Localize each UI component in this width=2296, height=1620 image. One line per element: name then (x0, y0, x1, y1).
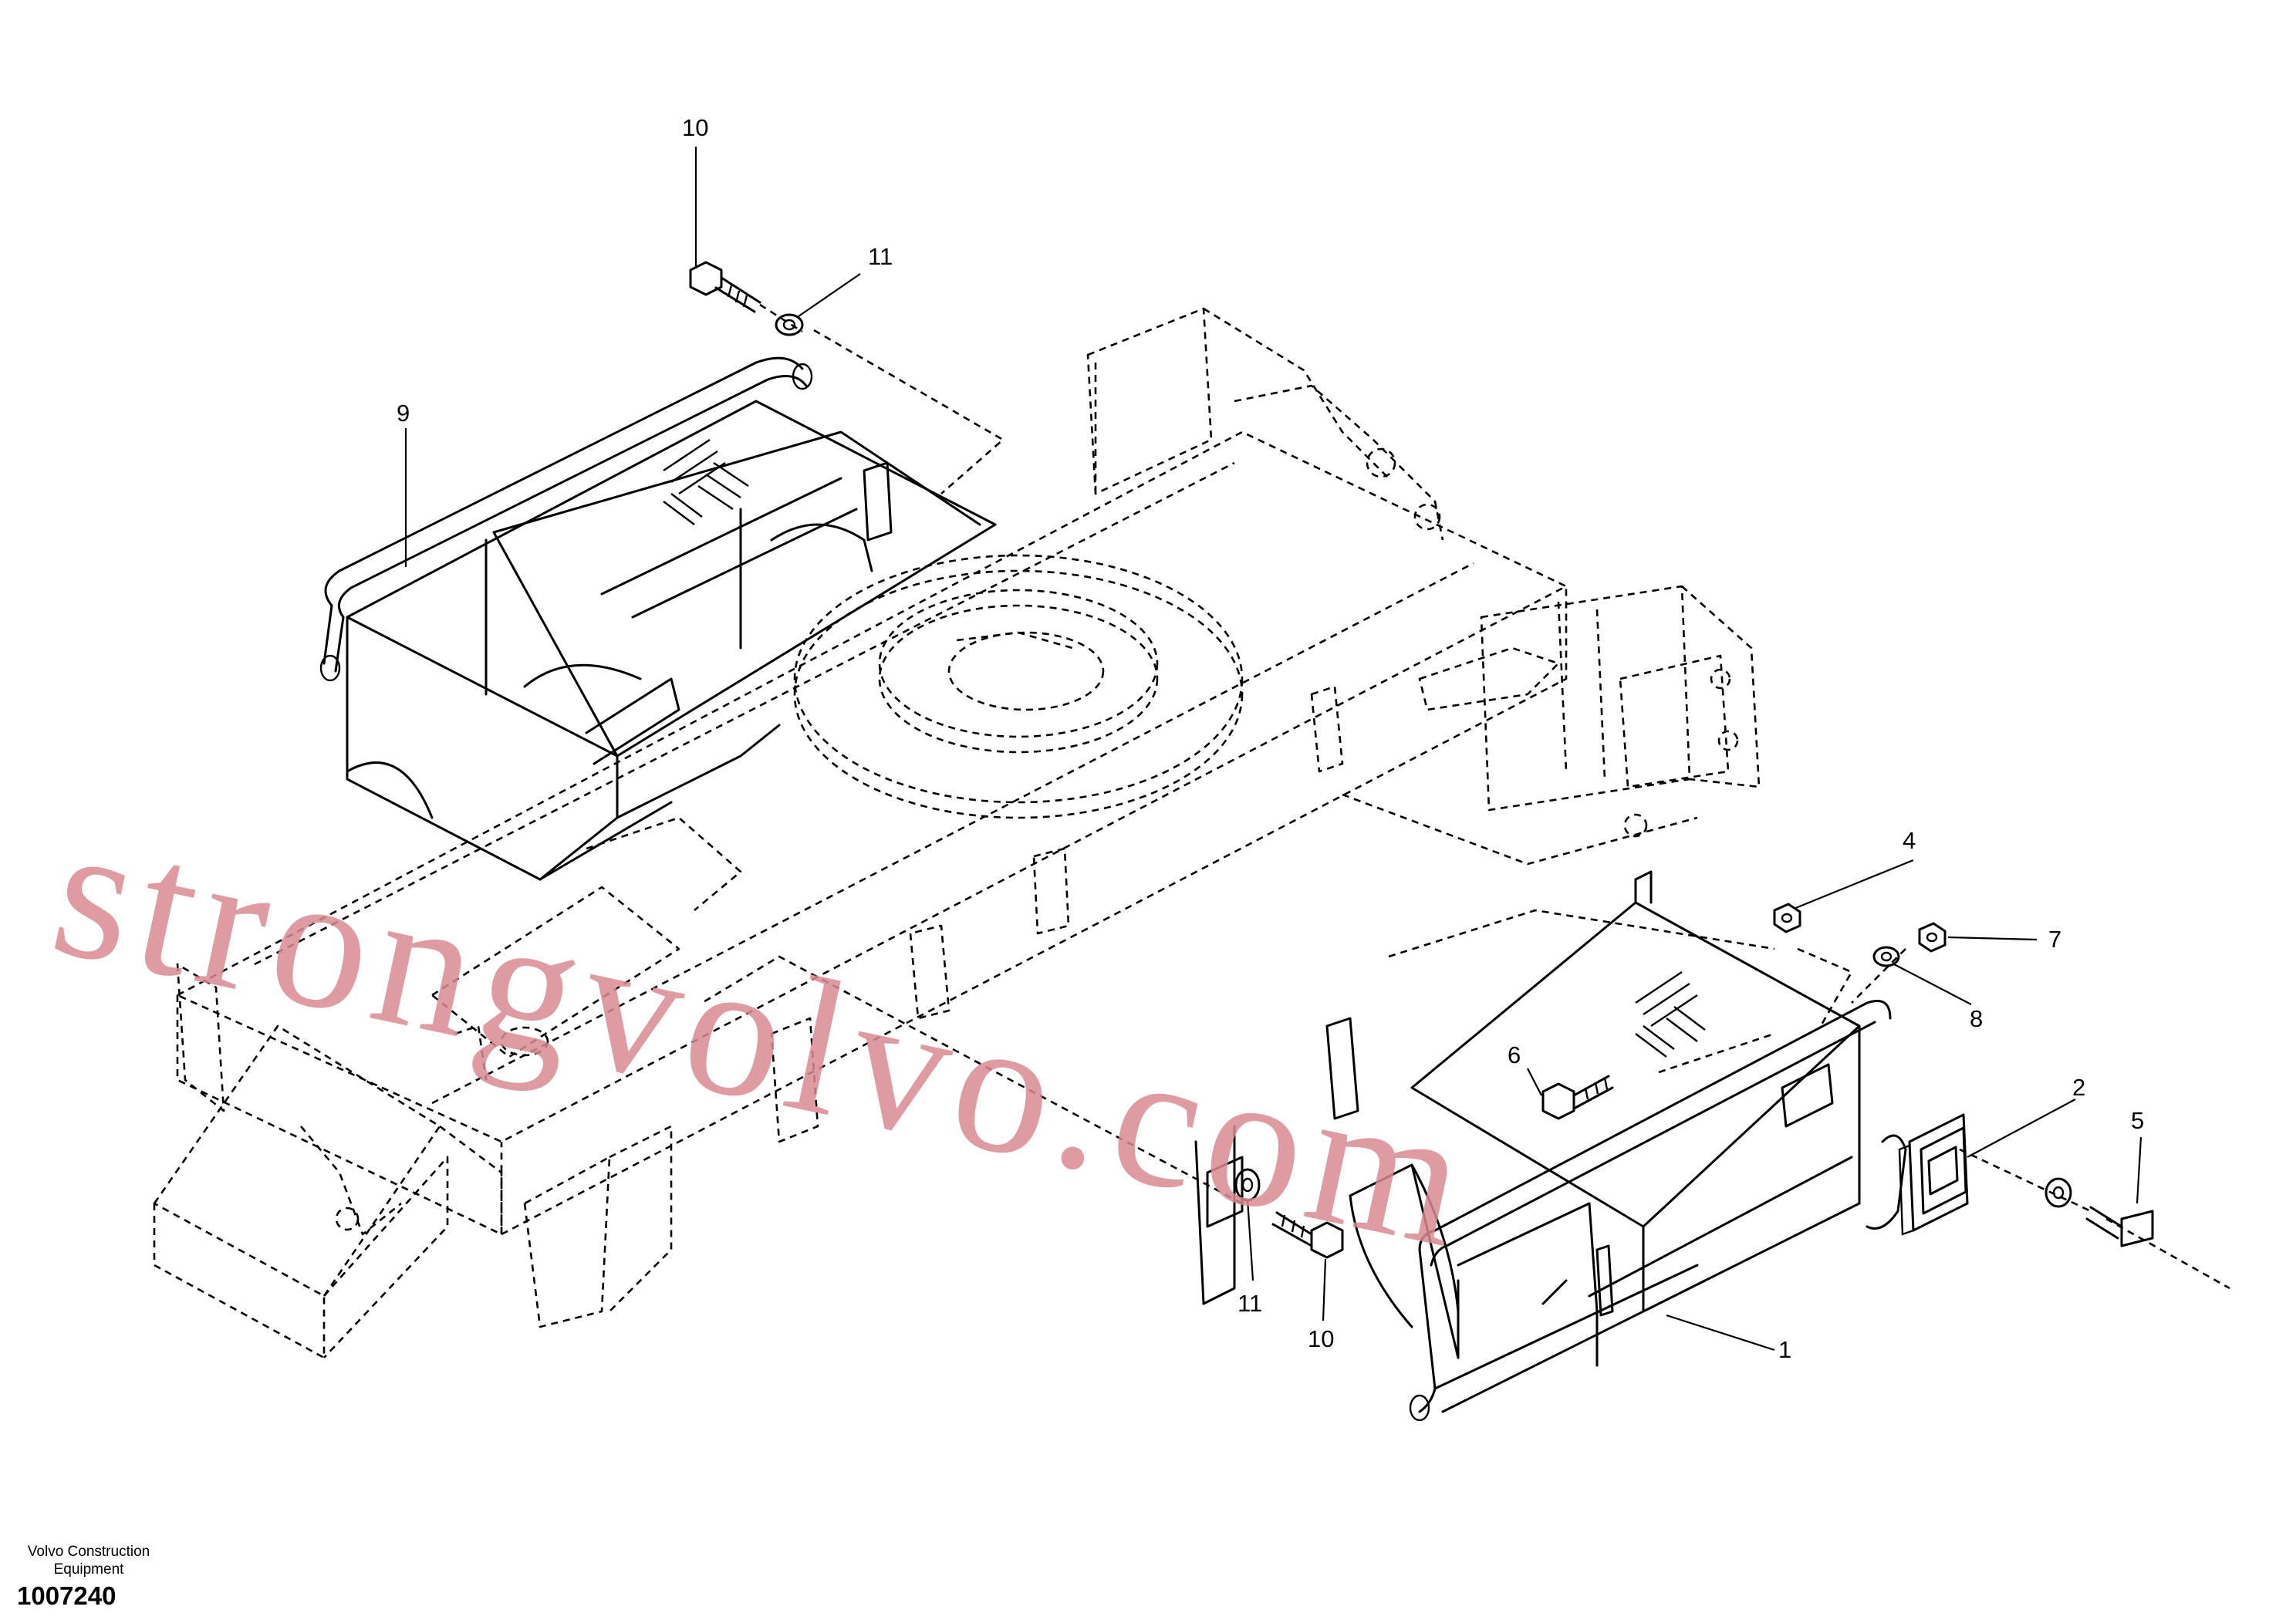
bolt-5 (2044, 1177, 2154, 1247)
callout-7: 7 (2048, 926, 2061, 953)
callout-10-bottom: 10 (1308, 1325, 1334, 1352)
washer-8 (1872, 946, 1900, 967)
fasteners (689, 261, 2154, 1259)
callout-11-bottom: 11 (1237, 1290, 1262, 1317)
manufacturer-label: Volvo Construction Equipment (27, 1544, 150, 1578)
callout-5: 5 (2131, 1107, 2144, 1134)
callout-6: 6 (1508, 1041, 1521, 1068)
callout-9: 9 (397, 400, 410, 427)
callout-2: 2 (2072, 1074, 2085, 1101)
figure-number: 1007240 (17, 1581, 116, 1610)
watermark-text: strongvolvo.com (38, 781, 1491, 1290)
callout-11-top: 11 (868, 243, 893, 270)
nut-7 (1918, 922, 1947, 953)
leader-lines (404, 147, 2142, 1352)
callout-8: 8 (1970, 1005, 1983, 1032)
part-9-step-cover (319, 356, 997, 881)
non-slip-pattern-icon (1635, 971, 1706, 1058)
callout-labels: 10 11 9 4 7 8 6 2 5 11 10 1 (397, 114, 2144, 1363)
washer-11-top (775, 313, 804, 336)
chassis-frame-dashed (153, 307, 1761, 1359)
callout-1: 1 (1778, 1336, 1791, 1363)
bolt-10-bottom (1271, 1211, 1344, 1259)
bolt-10-top (689, 261, 761, 313)
bolt-6 (1541, 1075, 1614, 1120)
part-1-step-cover (1194, 870, 1907, 1422)
callout-10-top: 10 (682, 114, 708, 141)
non-slip-pattern-icon (663, 439, 749, 525)
callout-4: 4 (1903, 827, 1916, 854)
nut-4 (1773, 903, 1801, 933)
latch-plate-2 (1898, 1113, 1969, 1236)
